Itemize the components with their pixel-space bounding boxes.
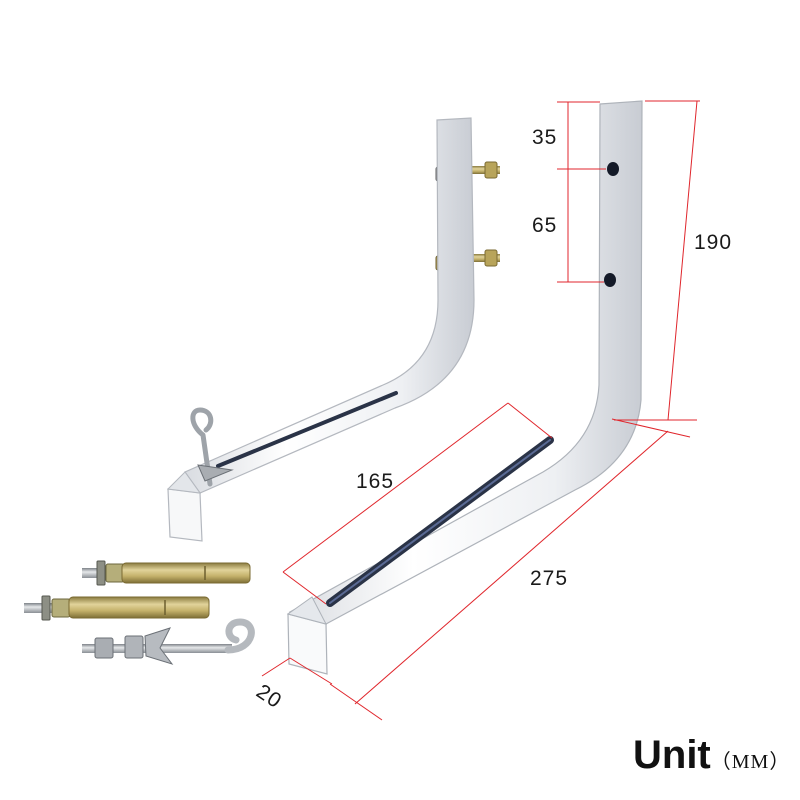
dimension-label-190: 190 [694,231,733,254]
dimension-label-65: 65 [532,214,558,237]
unit-paren-close: ） [769,751,791,773]
wall-bracket-front [286,100,643,675]
mounting-hole [604,273,616,287]
unit-label: Unit [633,733,711,777]
wall-bracket-back [166,117,500,542]
hook-bolt [190,407,234,487]
dimension-label-165: 165 [356,470,395,493]
dimension-label-35: 35 [532,126,558,149]
expansion-bolt [82,560,251,586]
unit-caption: Unit（MM） [633,733,790,778]
dimension-lines [261,100,700,721]
unit-value: MM [731,751,770,773]
dimension-label-275: 275 [530,567,569,590]
unit-paren-open: （ [710,751,732,773]
mounting-hole [607,162,619,176]
expansion-bolt [24,595,210,621]
hook-bolt [82,618,255,665]
